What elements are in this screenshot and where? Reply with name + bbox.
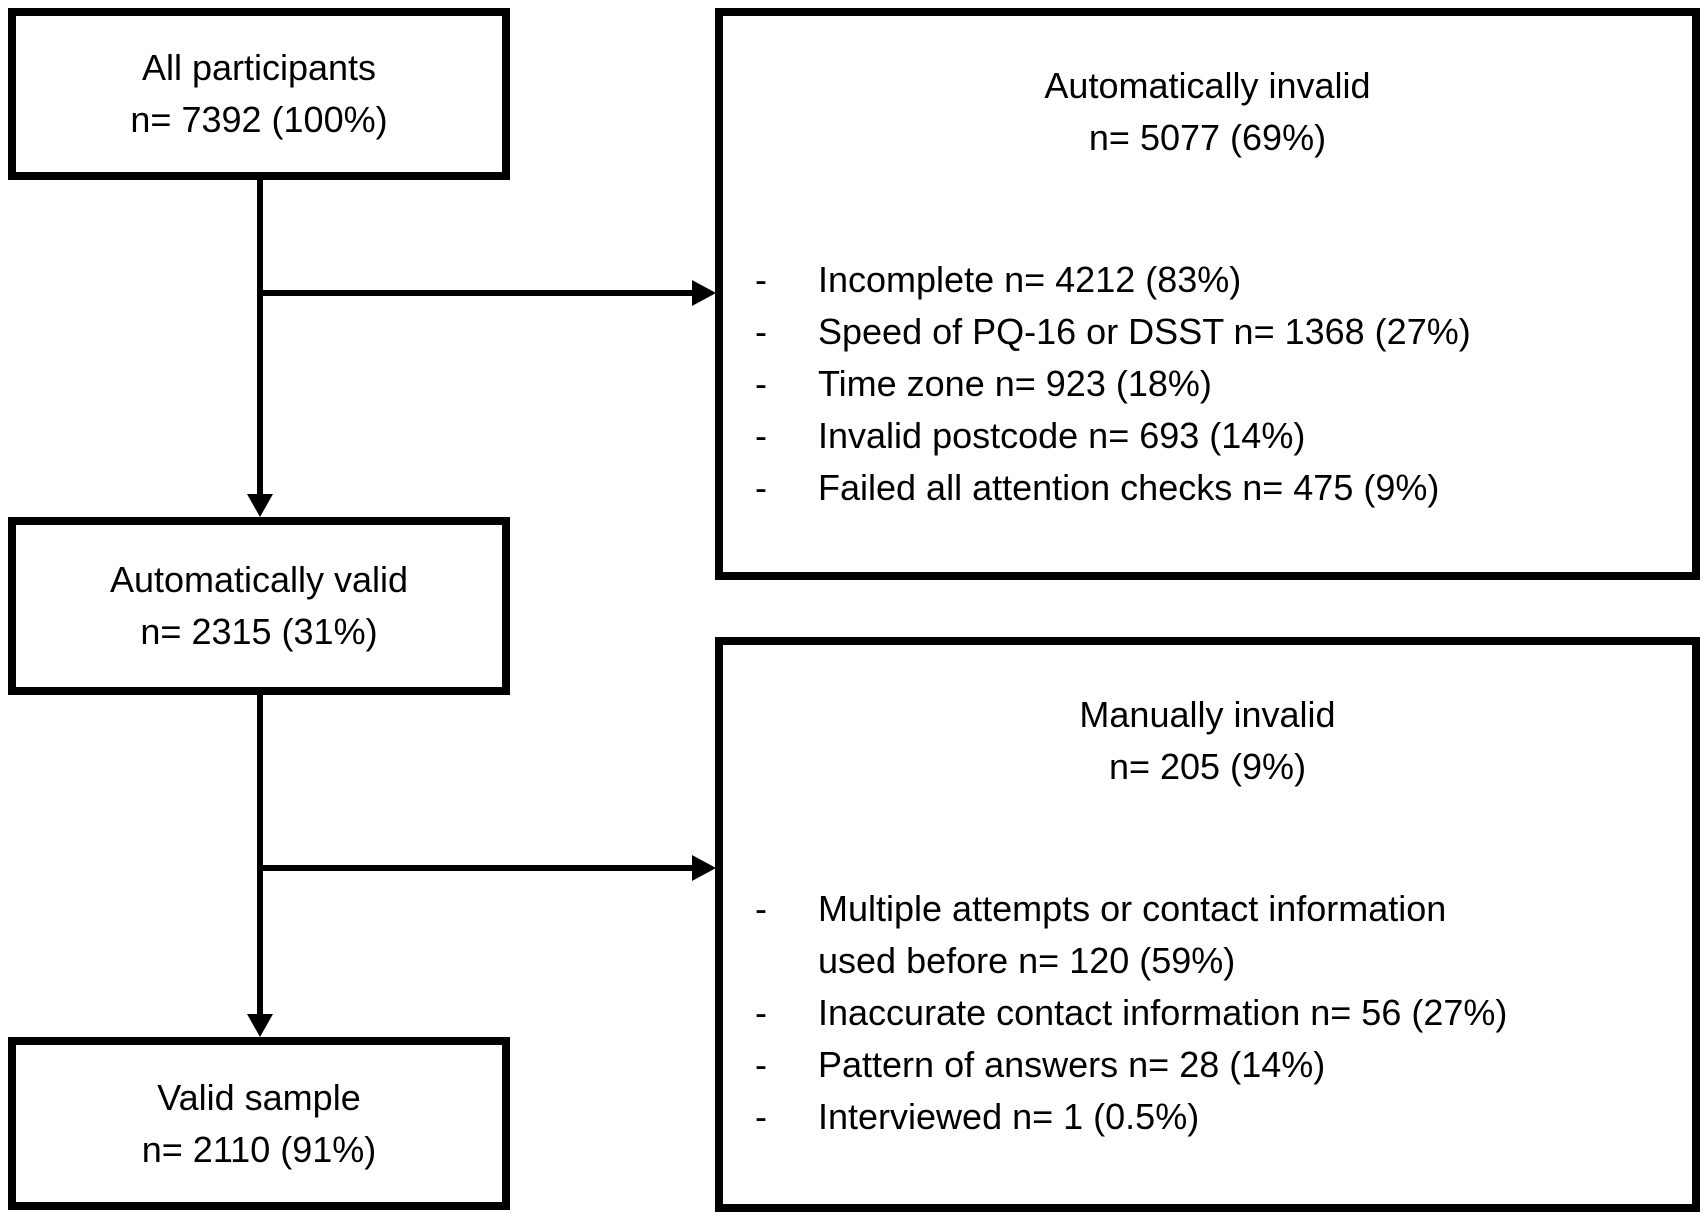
list-item-text: Time zone n= 923 (18%)	[818, 363, 1212, 404]
box-automatically-valid: Automatically valid n= 2315 (31%)	[8, 517, 510, 695]
connector-line-vertical-2	[257, 695, 263, 1015]
box-count: n= 7392 (100%)	[130, 99, 388, 140]
box-title: Valid sample	[157, 1076, 361, 1118]
connector-line-vertical-1	[257, 180, 263, 496]
box-title: Manually invalid	[1079, 694, 1336, 735]
dash-bullet: -	[755, 467, 767, 508]
box-count: n= 5077 (69%)	[1088, 117, 1327, 158]
dash-bullet: -	[755, 1044, 767, 1085]
list-item: - Invalid postcode n= 693 (14%)	[723, 410, 1692, 462]
box-all-participants: All participants n= 7392 (100%)	[8, 8, 510, 180]
dash-bullet: -	[755, 888, 767, 929]
dash-bullet: -	[755, 415, 767, 456]
list-item-text: Inaccurate contact information n= 56 (27…	[818, 992, 1508, 1033]
list-item: - Interviewed n= 1 (0.5%)	[723, 1091, 1692, 1143]
dash-bullet: -	[755, 311, 767, 352]
exclusion-reason-list: - Incomplete n= 4212 (83%) - Speed of PQ…	[723, 254, 1692, 514]
arrow-down-icon	[247, 1014, 273, 1037]
box-count: n= 2110 (91%)	[141, 1128, 377, 1170]
box-count: n= 205 (9%)	[1108, 746, 1307, 787]
list-item-text: Interviewed n= 1 (0.5%)	[818, 1096, 1200, 1137]
dash-bullet: -	[755, 1096, 767, 1137]
list-item: - Speed of PQ-16 or DSST n= 1368 (27%)	[723, 306, 1692, 358]
list-item-text: Speed of PQ-16 or DSST n= 1368 (27%)	[818, 311, 1471, 352]
exclusion-title: Manually invalid n= 205 (9%)	[723, 689, 1692, 793]
arrow-right-icon	[692, 855, 716, 881]
box-manually-invalid: Manually invalid n= 205 (9%) - Multiple …	[715, 637, 1700, 1212]
dash-bullet: -	[755, 363, 767, 404]
arrow-down-icon	[247, 494, 273, 517]
dash-bullet: -	[755, 259, 767, 300]
list-item-text: Failed all attention checks n= 475 (9%)	[818, 467, 1440, 508]
list-item: - Multiple attempts or contact informati…	[723, 883, 1498, 987]
arrow-right-icon	[692, 280, 716, 306]
list-item-text: Incomplete n= 4212 (83%)	[818, 259, 1242, 300]
box-valid-sample: Valid sample n= 2110 (91%)	[8, 1037, 510, 1210]
list-item-text: Invalid postcode n= 693 (14%)	[818, 415, 1306, 456]
list-item-text: Pattern of answers n= 28 (14%)	[818, 1044, 1326, 1085]
box-title: Automatically valid	[109, 559, 409, 600]
list-item: - Time zone n= 923 (18%)	[723, 358, 1692, 410]
connector-line-horizontal-1	[260, 290, 693, 296]
connector-line-horizontal-2	[260, 865, 693, 871]
box-automatically-invalid: Automatically invalid n= 5077 (69%) - In…	[715, 8, 1700, 580]
box-count: n= 2315 (31%)	[140, 611, 378, 652]
box-title: All participants	[141, 47, 377, 88]
dash-bullet: -	[755, 992, 767, 1033]
list-item: - Pattern of answers n= 28 (14%)	[723, 1039, 1692, 1091]
list-item-text: Multiple attempts or contact information…	[818, 888, 1447, 981]
list-item: - Inaccurate contact information n= 56 (…	[723, 987, 1692, 1039]
exclusion-title: Automatically invalid n= 5077 (69%)	[723, 60, 1692, 164]
box-title: Automatically invalid	[1044, 65, 1371, 106]
list-item: - Incomplete n= 4212 (83%)	[723, 254, 1692, 306]
exclusion-reason-list: - Multiple attempts or contact informati…	[723, 883, 1692, 1143]
list-item: - Failed all attention checks n= 475 (9%…	[723, 462, 1692, 514]
